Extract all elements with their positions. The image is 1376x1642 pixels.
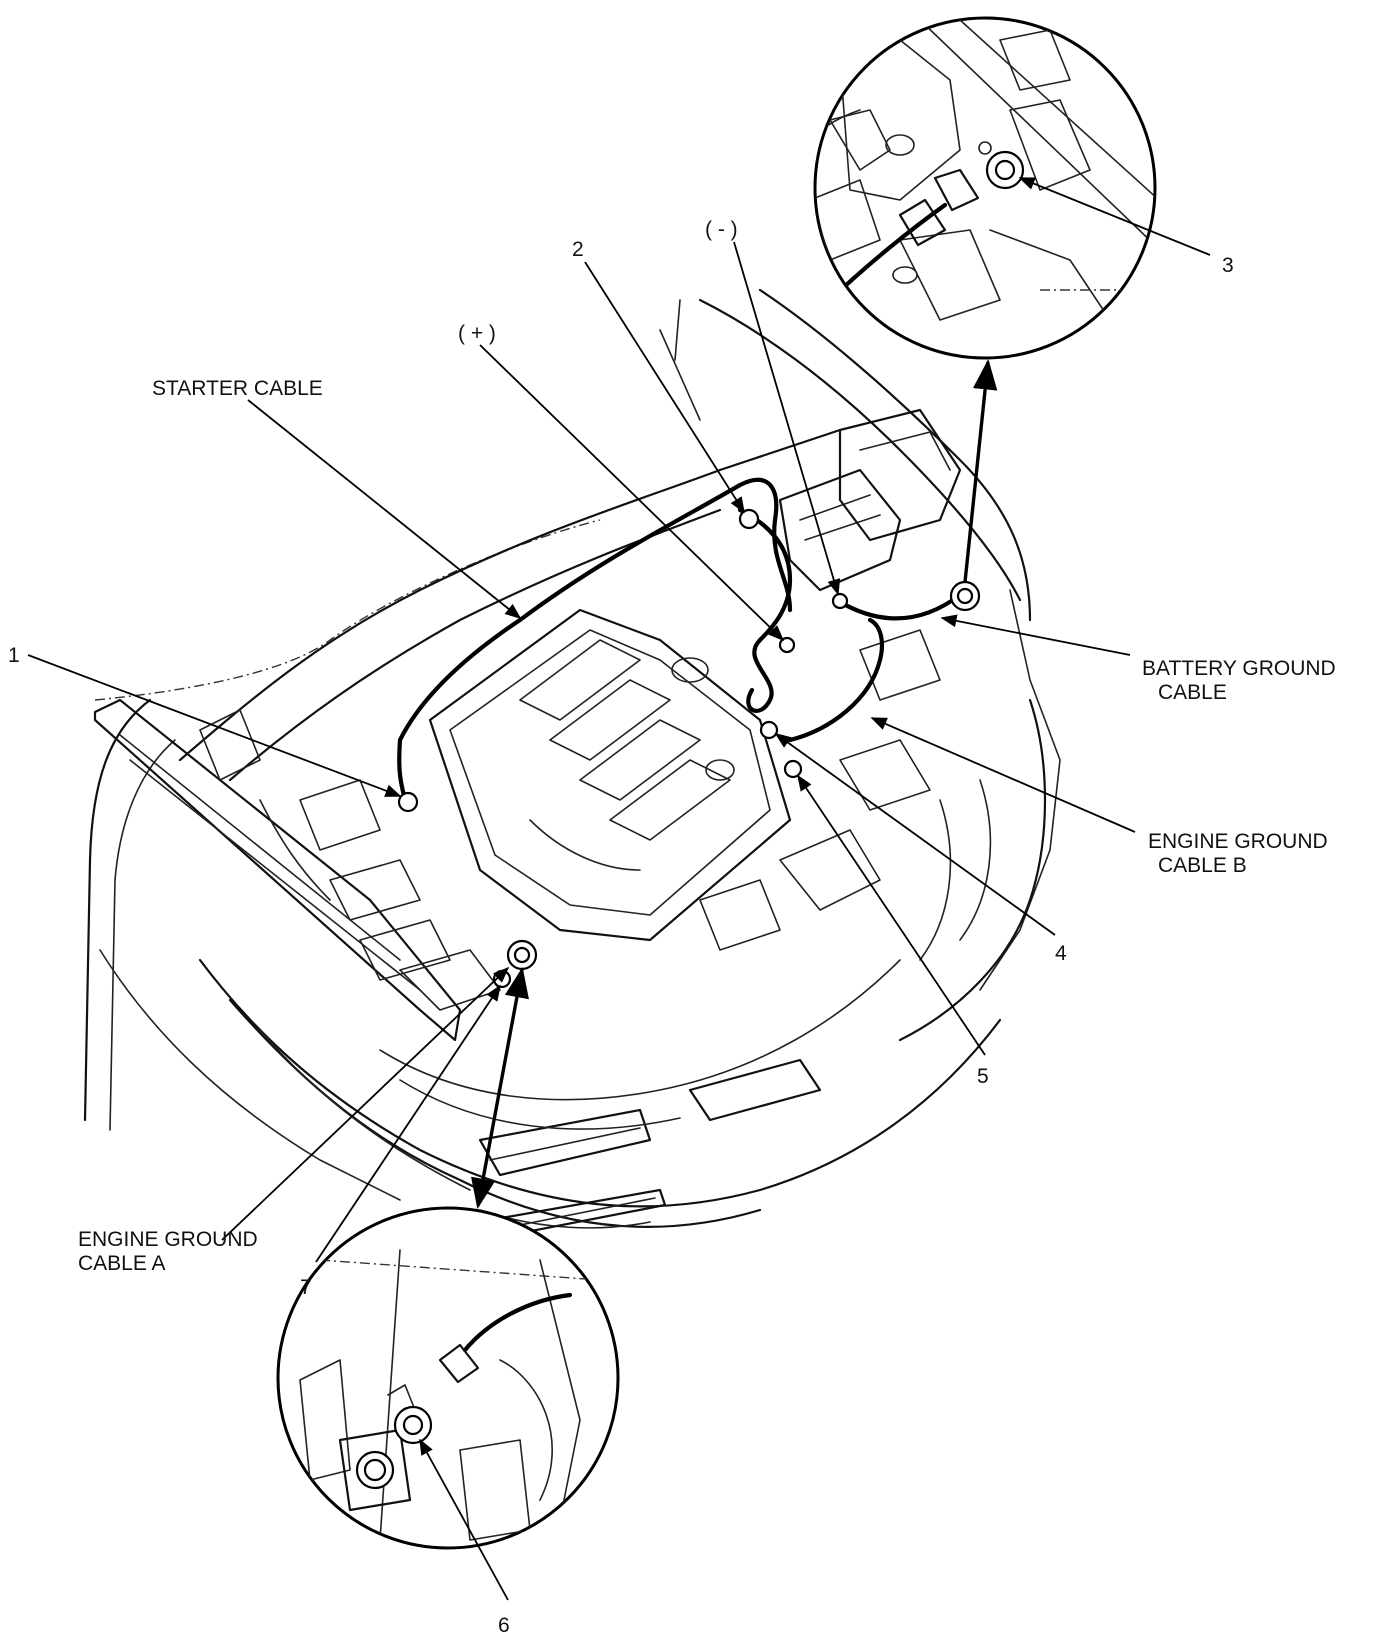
- negative-terminal-label: ( - ): [705, 218, 738, 241]
- engine-ground-cable-a-label-2: CABLE A: [78, 1252, 166, 1275]
- starter-cable-path: [397, 477, 793, 803]
- callout-2: 2: [572, 238, 584, 261]
- callout-4: 4: [1055, 942, 1067, 965]
- starter-cable-label: STARTER CABLE: [152, 377, 323, 400]
- leader-lines: [27, 177, 1211, 1601]
- positive-cable-loop: [746, 637, 774, 713]
- callout-7: 7: [300, 1276, 312, 1299]
- callout-5: 5: [977, 1065, 989, 1088]
- detail-view-engine-ground-a: [276, 1206, 620, 1550]
- engine-ground-cable-b-label-1: ENGINE GROUND: [1148, 830, 1328, 853]
- battery-ground-cable-label-2: CABLE: [1158, 681, 1227, 704]
- callout-1: 1: [8, 644, 20, 667]
- callout-3: 3: [1222, 254, 1234, 277]
- engine-assembly: [199, 408, 962, 1011]
- positive-terminal-label: ( + ): [458, 322, 496, 345]
- callout-6: 6: [498, 1614, 510, 1637]
- battery-ground-path: [837, 592, 963, 621]
- vehicle-body-outline: [83, 288, 1061, 1240]
- engine-ground-cable-a-label-1: ENGINE GROUND: [78, 1228, 258, 1251]
- battery-ground-cable-label-1: BATTERY GROUND: [1142, 657, 1336, 680]
- detail-view-battery-ground: [813, 16, 1157, 360]
- labels: 1 2 3 4 5 6 7 ( + ) ( - ) STARTER CABLE …: [8, 218, 1336, 1637]
- cables: [397, 477, 963, 803]
- engine-ground-b-path: [787, 617, 885, 743]
- engine-ground-cable-b-label-2: CABLE B: [1158, 854, 1247, 877]
